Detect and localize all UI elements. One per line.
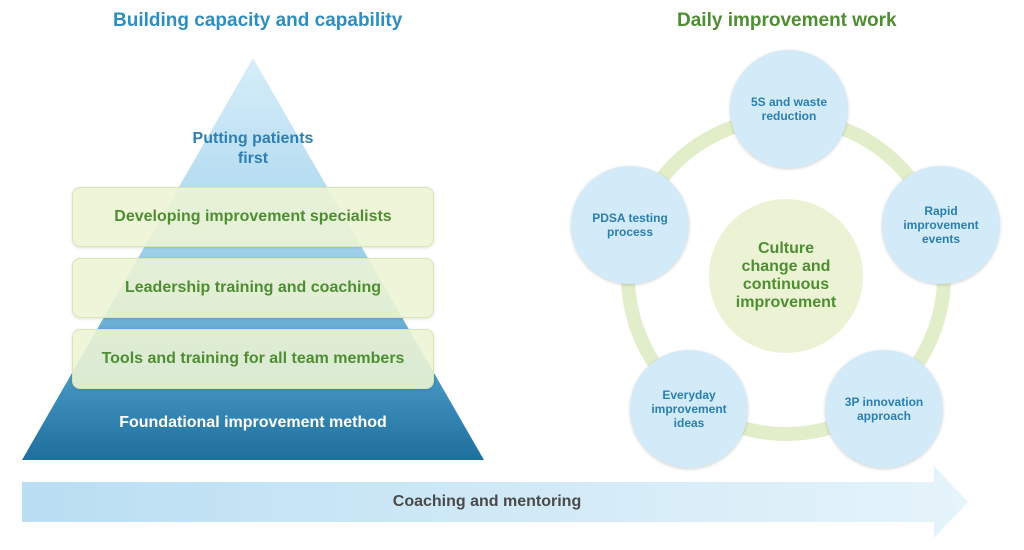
coaching-arrow-shape [22, 466, 968, 538]
right-section-heading: Daily improvement work [677, 10, 897, 31]
pyramid-band-leadership: Leadership training and coaching [72, 258, 434, 318]
pyramid-base-label: Foundational improvement method [119, 414, 387, 431]
left-section-heading: Building capacity and capability [113, 10, 403, 31]
cycle-item-3p: 3P innovation approach [825, 350, 943, 468]
cycle-item-everyday-ideas: Everyday improvement ideas [630, 350, 748, 468]
cycle-center: Culture change and continuous improvemen… [709, 199, 863, 353]
cycle-item-rapid-events: Rapid improvement events [882, 166, 1000, 284]
pyramid-band-tools: Tools and training for all team members [72, 329, 434, 389]
pyramid-top-label: Putting patients first [192, 130, 314, 167]
cycle-item-5s: 5S and waste reduction [730, 50, 848, 168]
pyramid-band-specialists: Developing improvement specialists [72, 187, 434, 247]
arrow-label: Coaching and mentoring [392, 493, 582, 510]
cycle-item-pdsa: PDSA testing process [571, 166, 689, 284]
